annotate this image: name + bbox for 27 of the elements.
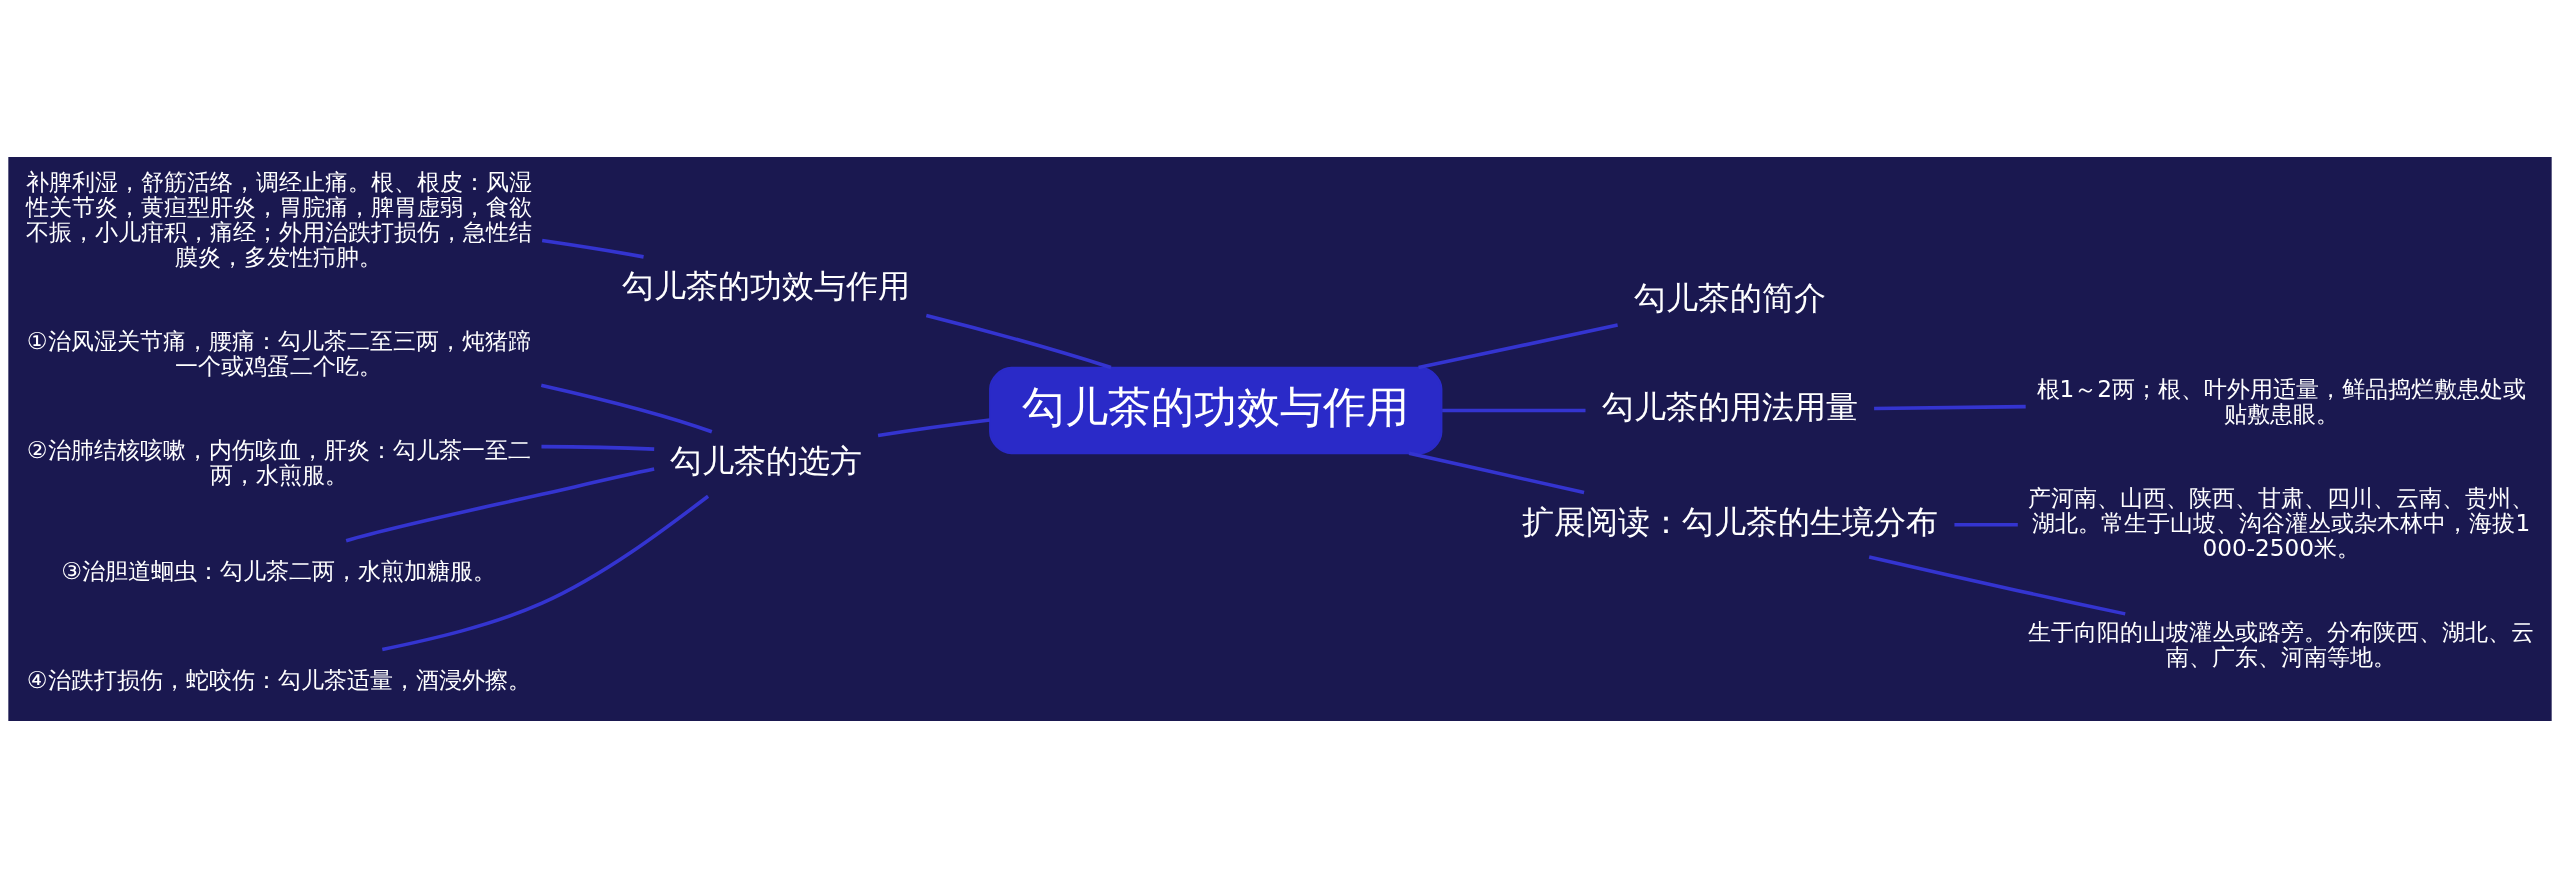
connector xyxy=(1442,408,1586,412)
node-text: 根1～2两；根、叶外用适量，鲜品捣烂敷患处或贴敷患眼。 xyxy=(2036,374,2527,427)
connector xyxy=(877,417,991,437)
node-text: 勾儿茶的选方 xyxy=(669,441,862,480)
node-box: 勾儿茶的功效与作用 xyxy=(989,366,1443,454)
node-text: ①治风湿关节痛，腰痛：勾儿茶二至三两，炖猪蹄一个或鸡蛋二个吃。 xyxy=(26,326,531,379)
node-text: 产河南、山西、陕西、甘肃、四川、云南、贵州、湖北。常生于山坡、沟谷灌丛或杂木林中，海拔1000-2500米。 xyxy=(2028,483,2535,561)
node-text: 补脾利湿，舒筋活络，调经止痛。根、根皮：风湿性关节炎，黄疸型肝炎，胃脘痛，脾胃虚弱，食欲不振，小儿疳积，痛经；外用治跌打损伤，急性结膜炎，多发性疖肿。 xyxy=(25,167,532,270)
node-text: 勾儿茶的用法用量 xyxy=(1601,387,1858,426)
node-text: ④治跌打损伤，蛇咬伤：勾儿茶适量，酒浸外擦。 xyxy=(26,665,531,693)
node-text: ②治肺结核咳嗽，内伤咳血，肝炎：勾儿茶一至二两，水煎服。 xyxy=(26,435,531,488)
node-text: 生于向阳的山坡灌丛或路旁。分布陕西、湖北、云南、广东、河南等地。 xyxy=(2028,617,2535,670)
connector xyxy=(345,466,655,542)
connector xyxy=(1408,451,1585,494)
connector xyxy=(381,494,710,651)
node-text: 扩展阅读：勾儿茶的生境分布 xyxy=(1521,502,1938,541)
node-text: ③治胆道蛔虫：勾儿茶二两，水煎加糖服。 xyxy=(61,556,497,584)
connector xyxy=(1868,554,2126,616)
connector xyxy=(540,383,713,433)
connector xyxy=(541,238,644,259)
node-text: 勾儿茶的简介 xyxy=(1633,278,1826,317)
connector xyxy=(1418,322,1618,369)
connector xyxy=(1874,404,2026,410)
connector xyxy=(1954,522,2018,526)
connector xyxy=(925,313,1112,369)
connector xyxy=(541,444,655,451)
node-text: 勾儿茶的功效与作用 xyxy=(621,266,910,305)
